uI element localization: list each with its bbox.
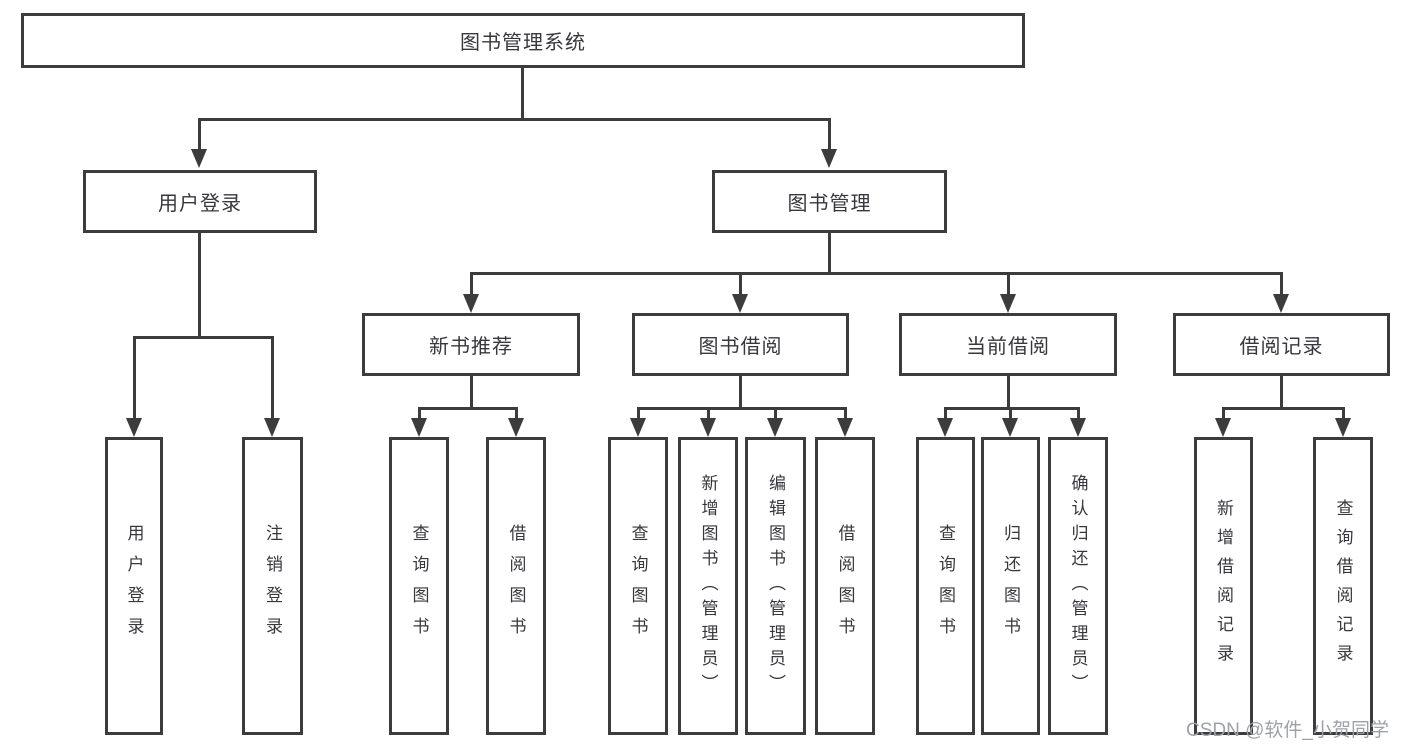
- leaf-add-borrow-record: 新增借阅记录: [1194, 437, 1253, 735]
- leaf-user-login-label: 用户登录: [124, 524, 144, 648]
- node-book-borrowing: 图书借阅: [632, 313, 849, 376]
- arrow-down-icon: [837, 418, 853, 437]
- arrow-down-icon: [821, 149, 837, 168]
- connector-stem-leaf: [1077, 407, 1080, 421]
- connector-stem-leaf: [1342, 407, 1345, 421]
- node-borrowing-records-label: 借阅记录: [1239, 336, 1324, 358]
- connector-stem-leaf: [637, 407, 640, 421]
- leaf-confirm-return-admin: 确认归还（管理员）: [1048, 437, 1108, 735]
- leaf-borrow-books-1-label: 借阅图书: [506, 524, 526, 648]
- leaf-logout-label: 注销登录: [263, 524, 282, 648]
- leaf-return-books-label: 归还图书: [1001, 524, 1020, 648]
- leaf-query-books-2: 查询图书: [608, 437, 668, 735]
- leaf-query-books-2-label: 查询图书: [628, 524, 648, 648]
- connector-stem-leaf: [707, 407, 710, 421]
- node-user-login: 用户登录: [83, 170, 317, 233]
- arrow-down-icon: [937, 418, 953, 437]
- leaf-query-books-1: 查询图书: [389, 437, 449, 735]
- connector-root-stub: [521, 66, 524, 120]
- arrow-down-icon: [630, 418, 646, 437]
- connector-stem-leaf: [774, 407, 777, 421]
- node-book-borrowing-label: 图书借阅: [698, 336, 783, 358]
- arrow-down-icon: [463, 294, 479, 313]
- arrow-down-icon: [508, 418, 524, 437]
- connector-book-management-stub: [828, 233, 831, 275]
- connector-stem-user-login: [198, 118, 201, 152]
- connector-user-login-branch: [133, 336, 274, 339]
- leaf-query-books-3: 查询图书: [916, 437, 975, 735]
- connector-user-login-stub: [198, 233, 201, 339]
- connector-borrowing-records-stub: [1280, 376, 1283, 410]
- node-new-book-recommend-label: 新书推荐: [429, 336, 513, 358]
- node-user-login-label: 用户登录: [158, 193, 242, 215]
- connector-stem-leaf: [944, 407, 947, 421]
- connector-stem-leaf: [844, 407, 847, 421]
- node-borrowing-records: 借阅记录: [1173, 313, 1390, 376]
- arrow-down-icon: [1335, 418, 1351, 437]
- connector-stem-current-borrowing: [1007, 272, 1010, 296]
- node-current-borrowing-label: 当前借阅: [966, 336, 1050, 358]
- connector-stem-book-borrowing: [739, 272, 742, 296]
- arrow-down-icon: [191, 149, 207, 168]
- node-root: 图书管理系统: [21, 13, 1025, 68]
- leaf-borrow-books-1: 借阅图书: [486, 437, 546, 735]
- leaf-borrow-books-2-label: 借阅图书: [835, 524, 855, 648]
- connector-stem-book-management: [828, 118, 831, 152]
- leaf-borrow-books-2: 借阅图书: [815, 437, 875, 735]
- connector-borrowing-records-branch: [1222, 407, 1345, 410]
- arrow-down-icon: [1000, 294, 1016, 313]
- arrow-down-icon: [126, 418, 142, 437]
- connector-stem-leaf: [418, 407, 421, 421]
- connector-stem-leaf: [515, 407, 518, 421]
- leaf-query-borrow-record-label: 查询借阅记录: [1333, 499, 1353, 673]
- connector-stem-leaf: [1009, 407, 1012, 421]
- leaf-return-books: 归还图书: [981, 437, 1040, 735]
- leaf-user-login: 用户登录: [105, 437, 163, 735]
- arrow-down-icon: [411, 418, 427, 437]
- node-book-management: 图书管理: [712, 170, 947, 233]
- leaf-confirm-return-admin-label: 确认归还（管理员）: [1068, 473, 1088, 699]
- connector-current-borrowing-branch: [944, 407, 1080, 410]
- connector-new-book-stub: [470, 376, 473, 410]
- node-new-book-recommend: 新书推荐: [362, 313, 580, 376]
- node-book-management-label: 图书管理: [787, 193, 872, 215]
- csdn-watermark: CSDN @软件_小贺同学: [1186, 720, 1389, 741]
- connector-new-book-branch: [418, 407, 517, 410]
- connector-stem-leaf: [271, 336, 274, 421]
- leaf-add-books-admin-label: 新增图书（管理员）: [698, 473, 718, 699]
- node-current-borrowing: 当前借阅: [899, 313, 1117, 376]
- leaf-query-books-1-label: 查询图书: [409, 524, 429, 648]
- node-root-label: 图书管理系统: [460, 32, 586, 54]
- arrow-down-icon: [700, 418, 716, 437]
- connector-book-borrowing-stub: [739, 376, 742, 410]
- arrow-down-icon: [732, 294, 748, 313]
- arrow-down-icon: [264, 418, 280, 437]
- leaf-edit-books-admin: 编辑图书（管理员）: [745, 437, 806, 735]
- connector-current-borrowing-stub: [1007, 376, 1010, 410]
- leaf-logout: 注销登录: [242, 437, 303, 735]
- arrow-down-icon: [1273, 294, 1289, 313]
- arrow-down-icon: [1002, 418, 1018, 437]
- leaf-query-borrow-record: 查询借阅记录: [1313, 437, 1373, 735]
- leaf-add-borrow-record-label: 新增借阅记录: [1214, 499, 1233, 673]
- leaf-edit-books-admin-label: 编辑图书（管理员）: [766, 473, 785, 699]
- arrow-down-icon: [767, 418, 783, 437]
- connector-stem-leaf: [133, 336, 136, 421]
- connector-level3-branch: [470, 272, 1283, 275]
- leaf-add-books-admin: 新增图书（管理员）: [678, 437, 738, 735]
- connector-book-borrowing-branch: [637, 407, 846, 410]
- connector-root-branch: [198, 118, 831, 121]
- connector-stem-borrowing-records: [1280, 272, 1283, 296]
- connector-stem-new-book: [470, 272, 473, 296]
- leaf-query-books-3-label: 查询图书: [936, 524, 955, 648]
- arrow-down-icon: [1215, 418, 1231, 437]
- connector-stem-leaf: [1222, 407, 1225, 421]
- arrow-down-icon: [1070, 418, 1086, 437]
